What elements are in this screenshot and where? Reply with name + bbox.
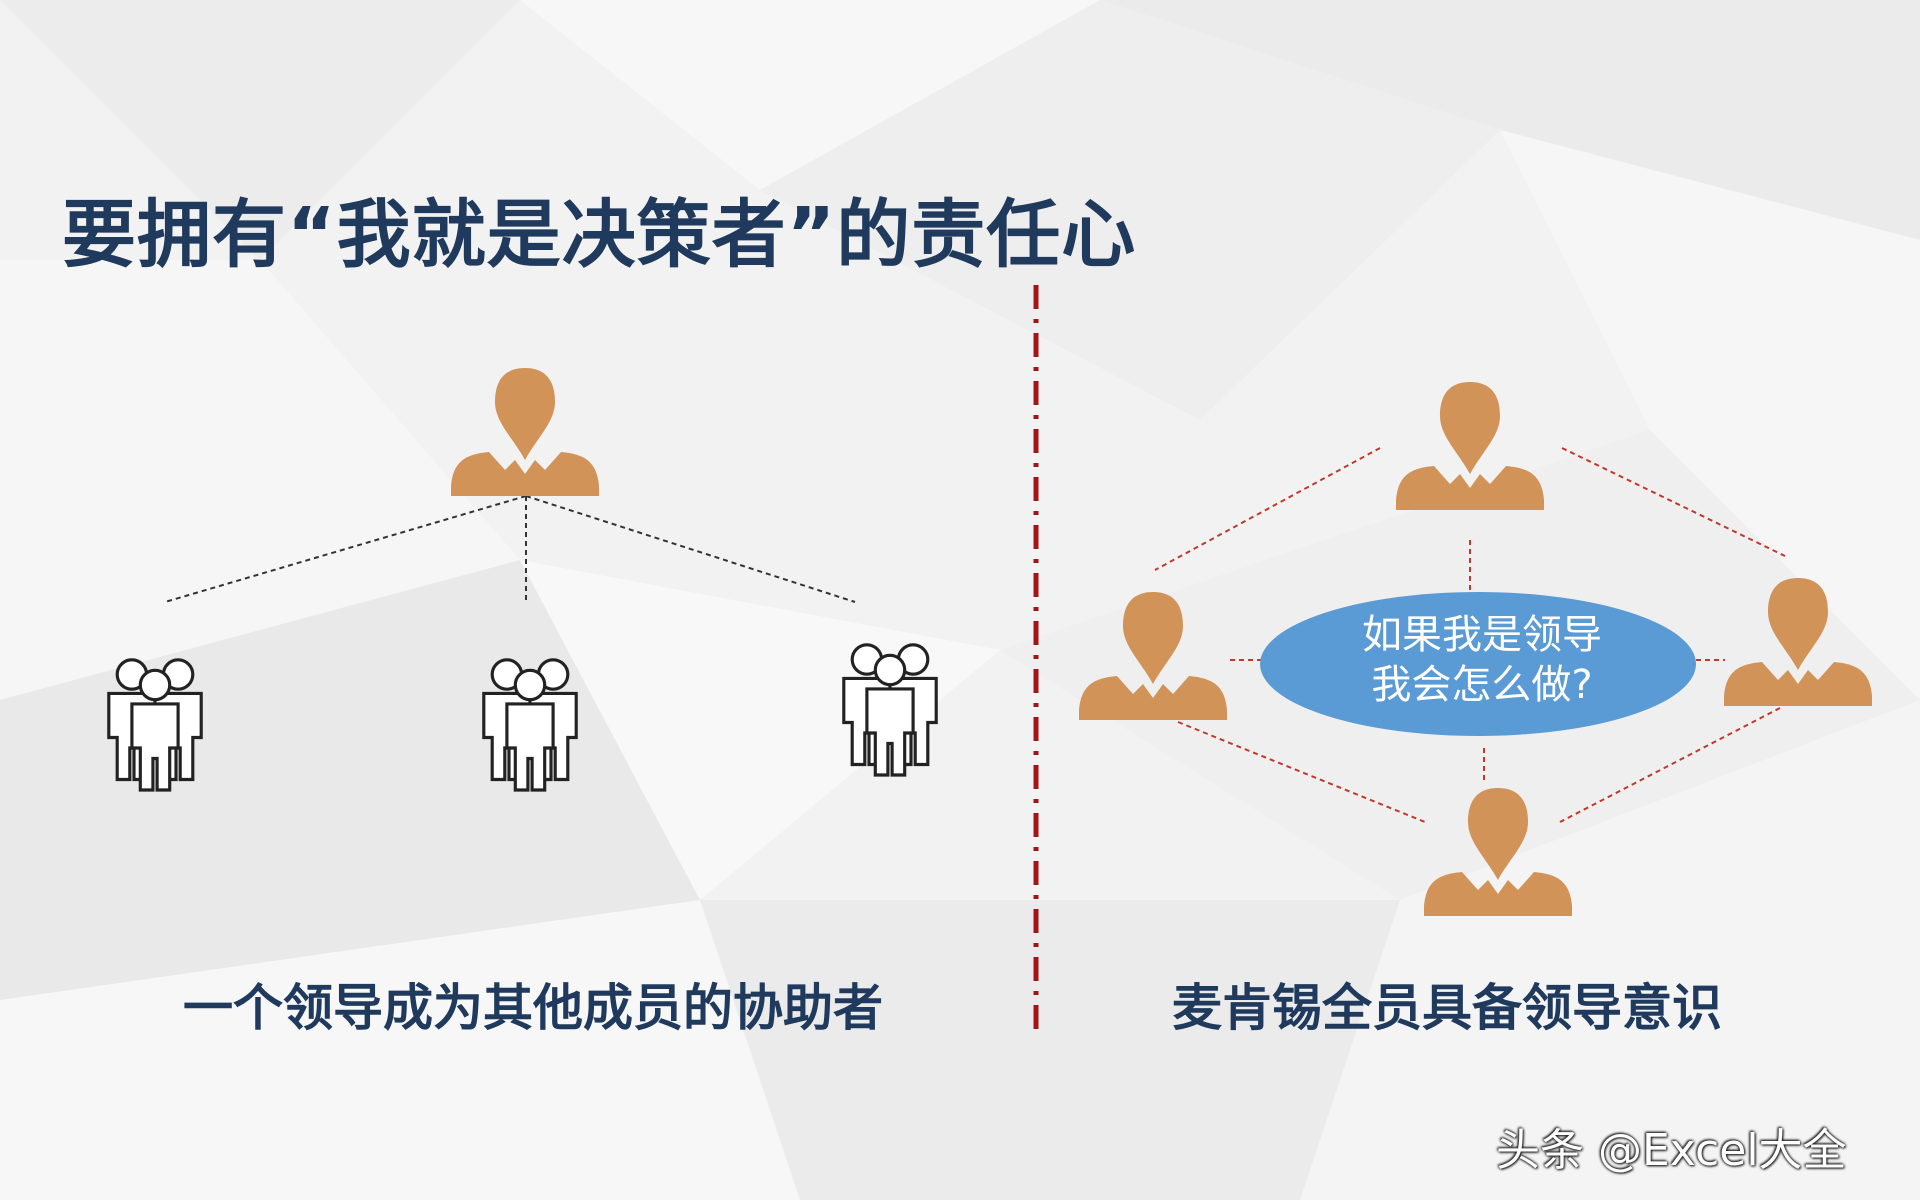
bubble-line-2: 我会怎么做? [1371, 662, 1593, 708]
team-group-icon-3 [844, 645, 936, 775]
peer-connectors [1154, 447, 1786, 823]
team-group-icon-2 [484, 660, 576, 790]
peer-person-icon-bottom [1424, 788, 1572, 916]
hierarchy-connectors [164, 495, 856, 603]
question-bubble [1260, 592, 1696, 736]
right-caption: 麦肯锡全员具备领导意识 [1172, 979, 1722, 1037]
peer-person-icon-top [1396, 382, 1544, 510]
bubble-text: 如果我是领导 我会怎么做? [1262, 610, 1702, 710]
slide-title: 要拥有“我就是决策者”的责任心 [62, 192, 1137, 278]
peer-person-icon-left [1079, 592, 1227, 720]
team-group-icon-1 [109, 660, 201, 790]
leader-person-icon [451, 368, 599, 496]
bubble-line-1: 如果我是领导 [1362, 612, 1602, 658]
peer-person-icon-right [1724, 578, 1872, 706]
left-caption: 一个领导成为其他成员的协助者 [183, 979, 883, 1037]
watermark: 头条 @Excel大全 [1496, 1125, 1847, 1176]
